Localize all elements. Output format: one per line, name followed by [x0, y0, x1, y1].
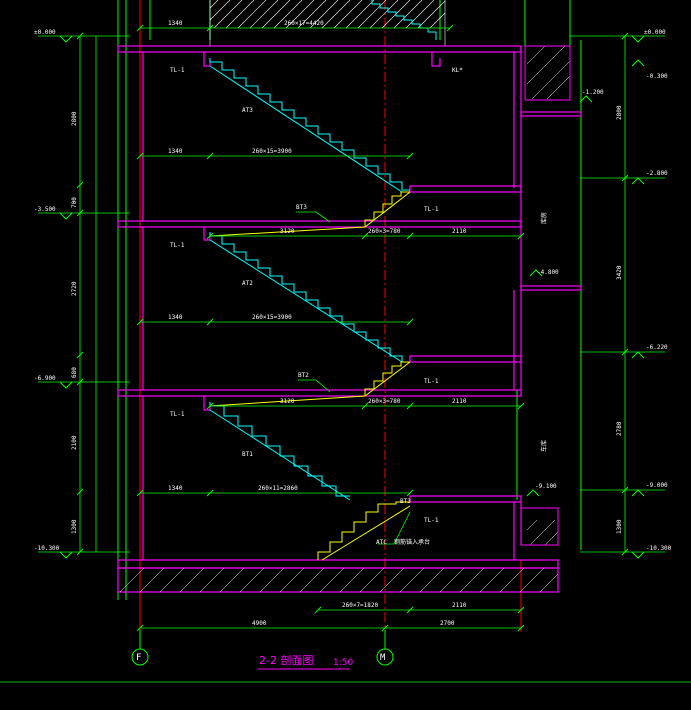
level-left-0: ±0.000: [34, 29, 56, 36]
landing-upper-dim-0: 3120: [280, 228, 295, 235]
floor-slabs: [117, 45, 582, 593]
bottom-dim-row2-0: 4900: [252, 620, 267, 627]
top-dim-1: 260×17=4420: [284, 20, 324, 27]
landing-lower-dim-2: 2110: [452, 398, 467, 405]
flight-label-bt1: BT1: [242, 451, 253, 458]
slab-middle: [117, 389, 522, 397]
drawing-scale: 1:50: [333, 658, 353, 668]
stair-upper-dim-1: 260×15=3900: [252, 148, 292, 155]
landing-lower-dim-0: 3120: [280, 398, 295, 405]
level-left-1: -3.500: [34, 206, 56, 213]
level-right-5: -6.220: [646, 344, 668, 351]
right-wall-block: [524, 45, 571, 101]
bottom-dim-row1-0: 260×7=1820: [342, 602, 379, 609]
right-dim-1: 3420: [616, 265, 623, 280]
level-left-3: -10.300: [34, 545, 60, 552]
tl-label-3: TL-1: [170, 411, 185, 418]
flight-label-at2: AT2: [242, 280, 253, 287]
axis-lines: [139, 0, 522, 640]
axis-bubbles: [131, 630, 394, 670]
tl-label-4: TL-1: [424, 206, 439, 213]
axis-label-m: M: [380, 653, 386, 663]
level-left-2: -6.900: [34, 375, 56, 382]
left-dim-5: 1300: [71, 519, 78, 534]
dim-ticks: [76, 24, 629, 632]
stair-lower-dim-1: 260×11=2860: [258, 485, 298, 492]
dim-lines: [0, 27, 691, 683]
stair-middle-dim-0: 1340: [168, 314, 183, 321]
level-right-6: -9.000: [646, 482, 668, 489]
bottom-dim-row2-1: 2700: [440, 620, 455, 627]
level-markers: [59, 35, 645, 559]
kl-label: KL*: [452, 67, 463, 74]
room-label-upper: 库房: [540, 212, 548, 224]
flight-label-bt3: BT3: [296, 204, 307, 211]
room-label-lower: 车库: [540, 440, 548, 452]
tl-label-2: TL-1: [170, 242, 185, 249]
stair-upper-dim-0: 1340: [168, 148, 183, 155]
flight-label-bt3-lower: BT3: [400, 498, 411, 505]
tl-label-6: TL-1: [424, 517, 439, 524]
top-dim-0: 1340: [168, 20, 183, 27]
level-right-4: -4.800: [537, 269, 559, 276]
flight-label-at3: AT3: [242, 107, 253, 114]
level-right-2: -1.200: [582, 89, 604, 96]
leader-lines: [296, 211, 411, 545]
left-dim-4: 2100: [71, 435, 78, 450]
tl-label-5: TL-1: [424, 378, 439, 385]
flight-lower: [209, 402, 350, 497]
right-dim-0: 2800: [616, 105, 623, 120]
level-right-8: -10.300: [646, 545, 672, 552]
level-right-7: -9.100: [535, 483, 557, 490]
right-dim-2: 2780: [616, 421, 623, 436]
tl-label-1: TL-1: [170, 67, 185, 74]
left-dim-0: 2800: [71, 111, 78, 126]
foundation: [117, 567, 559, 593]
level-right-3: -2.800: [646, 170, 668, 177]
stair-middle-dim-1: 260×15=3900: [252, 314, 292, 321]
flight-label-bt2: BT2: [298, 372, 309, 379]
left-dim-2: 2720: [71, 281, 78, 296]
landing-lower-dim-1: 260×3=780: [368, 398, 401, 405]
flight-middle: [209, 232, 410, 363]
bottom-dim-row1-1: 2110: [452, 602, 467, 609]
landing-steps-yellow: [317, 191, 411, 561]
level-right-0: ±0.000: [644, 29, 666, 36]
foundation-hatch: [119, 45, 571, 593]
right-base-block: [520, 507, 559, 546]
stair-lower-dim-0: 1340: [168, 485, 183, 492]
landing-upper-dim-1: 260×3=780: [368, 228, 401, 235]
flight-upper: [209, 58, 410, 191]
top-hatch: [209, 0, 446, 46]
left-dim-3: 680: [71, 367, 78, 378]
note-bottom: 钢筋锚入承台: [394, 538, 430, 546]
drawing-title: 2-2 剖面图: [259, 653, 313, 667]
top-stair-remnant: [371, 0, 437, 40]
level-right-1: -0.300: [646, 73, 668, 80]
stair-flights: [209, 58, 410, 501]
landing-upper-dim-2: 2110: [452, 228, 467, 235]
right-dim-3: 1300: [616, 519, 623, 534]
axis-label-f: F: [136, 653, 141, 663]
flight-label-atc: ATC: [376, 539, 387, 546]
left-dim-1: 700: [71, 197, 78, 208]
